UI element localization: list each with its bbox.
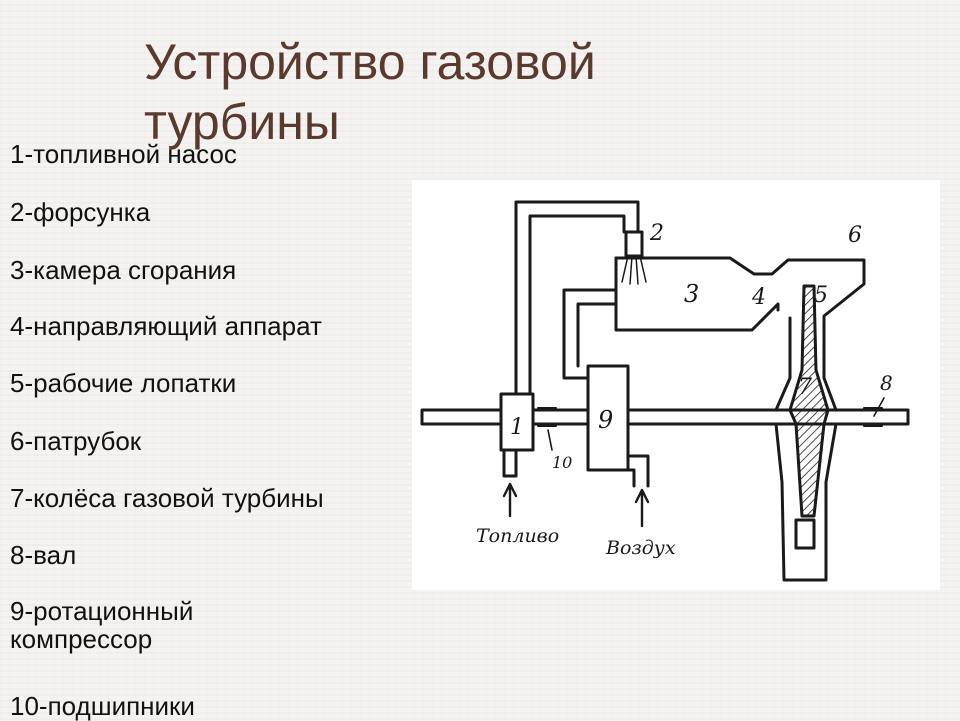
- air-inlet-pipe: [626, 454, 650, 488]
- turbine-diagram: 1 2 3 4 5 6 7 8 9 10 Топливо Воздух: [412, 180, 940, 590]
- label-5: 5: [814, 283, 828, 308]
- legend-item-bearings: 10-подшипники: [10, 691, 195, 721]
- label-9: 9: [598, 406, 613, 434]
- bearing-pointer: [547, 429, 553, 451]
- fuel-pump: [499, 392, 535, 452]
- label-1: 1: [510, 415, 524, 440]
- turbine-schematic: 1 2 3 4 5 6 7 8 9 10 Топливо Воздух: [420, 200, 910, 582]
- label-10: 10: [552, 453, 572, 472]
- fuel-label: Топливо: [476, 525, 559, 547]
- legend-item-rotary-compressor: 9-ротационный компрессор: [10, 596, 194, 654]
- page-title: Устройство газовой турбины: [144, 34, 596, 150]
- label-4: 4: [751, 285, 766, 310]
- legend-item-guide-apparatus: 4-направляющий аппарат: [10, 311, 322, 341]
- fuel-line: [514, 200, 640, 396]
- injector-spray: [621, 255, 647, 285]
- legend-item-fuel-pump: 1-топливной насос: [10, 139, 237, 169]
- turbine-hub: [794, 518, 816, 550]
- legend-item-rotor-blades: 5-рабочие лопатки: [10, 368, 237, 398]
- legend-item-injector: 2-форсунка: [10, 197, 151, 227]
- air-label: Воздух: [605, 537, 676, 559]
- air-duct: [562, 288, 618, 380]
- fuel-arrow: [502, 482, 518, 518]
- legend-item-nozzle-pipe: 6-патрубок: [10, 426, 142, 456]
- label-6: 6: [848, 223, 862, 248]
- label-2: 2: [649, 221, 664, 246]
- turbine-wheel: [788, 284, 830, 518]
- rotary-compressor: [586, 364, 630, 472]
- legend-item-combustion-chamber: 3-камера сгорания: [10, 255, 237, 285]
- label-3: 3: [684, 280, 699, 308]
- label-8: 8: [880, 371, 893, 395]
- combustion-chamber: [614, 256, 780, 332]
- air-arrow: [634, 488, 650, 528]
- fuel-inlet-pipe: [502, 448, 518, 478]
- label-7: 7: [798, 375, 812, 400]
- injector: [624, 230, 644, 258]
- legend-item-shaft: 8-вал: [10, 540, 77, 570]
- bearing-left: [537, 407, 557, 427]
- shaft: [420, 408, 910, 426]
- legend-item-turbine-wheel: 7-колёса газовой турбины: [10, 483, 324, 513]
- turbine-casing: [774, 316, 838, 582]
